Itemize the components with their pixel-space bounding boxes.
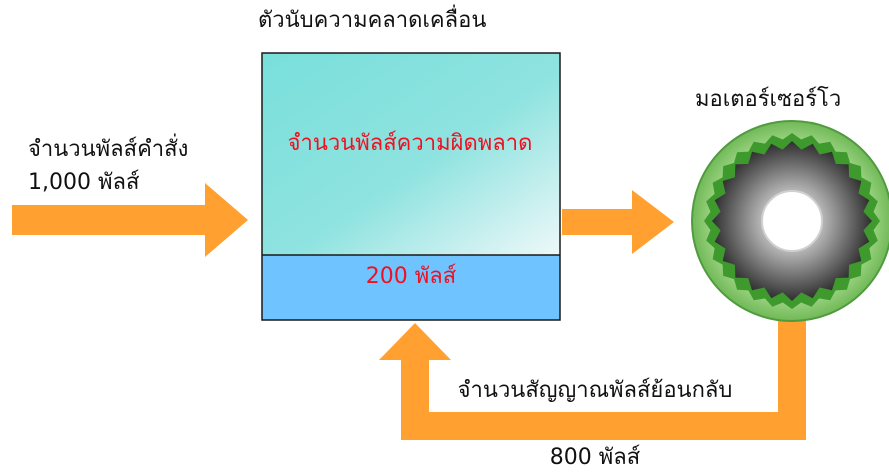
output-arrow: [562, 190, 674, 254]
feedback-pulse-label: จำนวนสัญญาณพัลส์ย้อนกลับ: [457, 378, 733, 403]
servo-motor-label: มอเตอร์เซอร์โว: [695, 87, 842, 112]
servo-motor-icon: [691, 120, 889, 322]
command-pulse-label: จำนวนพัลส์คำสั่ง: [28, 137, 189, 162]
error-counter-box: [261, 52, 561, 321]
input-arrow: [12, 183, 248, 257]
counter-title: ตัวนับความคลาดเคลื่อน: [258, 8, 487, 33]
error-pulse-value: 200 พัลส์: [365, 264, 457, 289]
feedback-arrow: [379, 318, 806, 440]
feedback-pulse-value: 800 พัลส์: [549, 445, 641, 470]
error-pulse-label: จำนวนพัลส์ความผิดพลาด: [287, 131, 533, 156]
command-pulse-value: 1,000 พัลส์: [28, 170, 140, 195]
